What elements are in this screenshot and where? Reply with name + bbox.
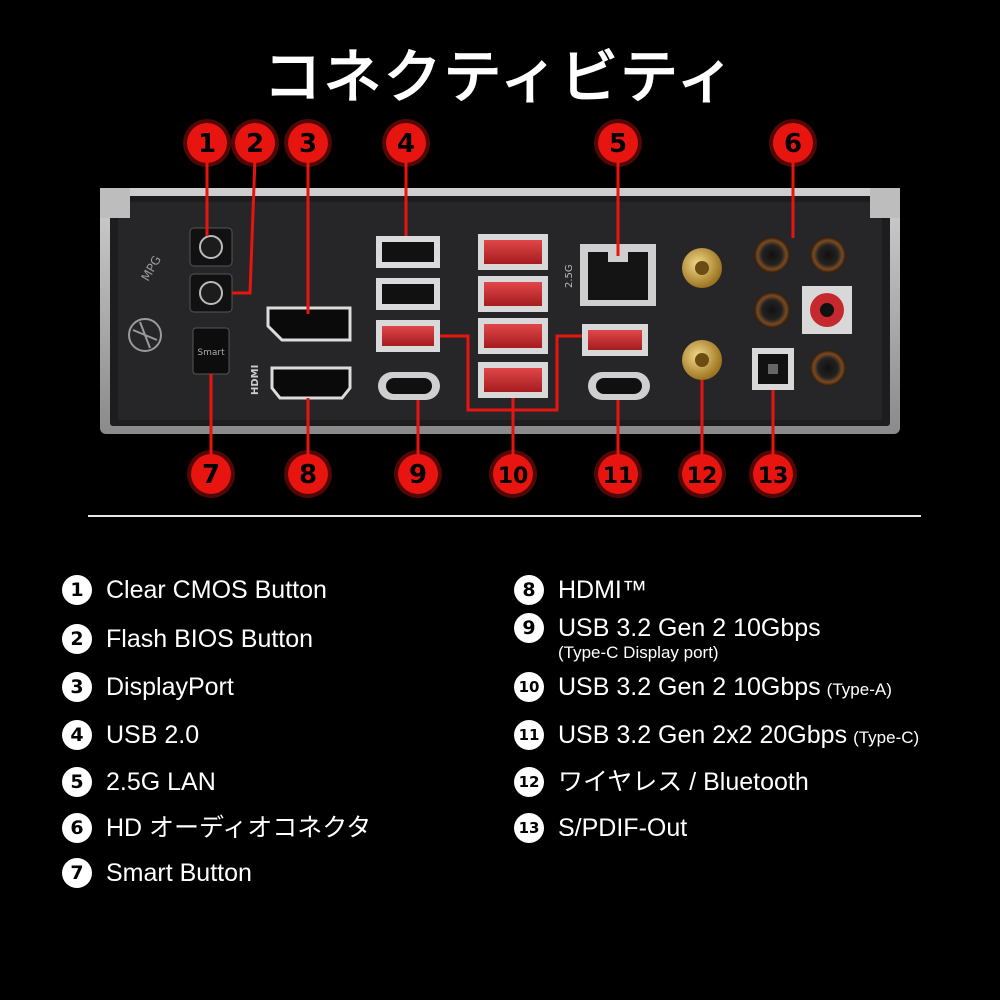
legend-number: 8	[514, 575, 544, 605]
usb-a-red-ports[interactable]	[478, 234, 548, 398]
callout-number: 12	[687, 464, 718, 489]
legend-item-13: 13 S/PDIF-Out	[514, 813, 687, 843]
smart-button-text: Smart	[197, 348, 225, 358]
legend-sublabel: (Type-C Display port)	[558, 643, 719, 662]
smart-button[interactable]: Smart	[192, 327, 230, 375]
callout-4: 4	[382, 119, 430, 167]
legend-item-9: 9 USB 3.2 Gen 2 10Gbps (Type-C Display p…	[514, 613, 821, 663]
callout-2: 2	[231, 119, 279, 167]
audio-jacks[interactable]	[754, 237, 852, 386]
callout-number: 11	[603, 464, 634, 489]
legend-label: Flash BIOS Button	[106, 625, 314, 653]
callout-10: 10	[489, 450, 537, 498]
legend-item-10: 10 USB 3.2 Gen 2 10Gbps (Type-A)	[514, 672, 892, 705]
divider	[88, 515, 921, 517]
legend-number: 6	[62, 813, 92, 843]
legend-number: 3	[62, 672, 92, 702]
usb-2-ports[interactable]	[376, 236, 440, 310]
legend-item-12: 12 ワイヤレス / Bluetooth	[514, 767, 809, 797]
legend-label-group: USB 3.2 Gen 2 10Gbps (Type-A)	[558, 672, 892, 705]
legend-number: 2	[62, 624, 92, 654]
callout-number: 10	[498, 464, 529, 489]
callout-number: 1	[198, 129, 216, 159]
usb-a-red-port-left[interactable]	[376, 320, 440, 352]
legend-item-3: 3 DisplayPort	[62, 672, 234, 702]
legend-item-8: 8 HDMI™	[514, 575, 647, 605]
callout-9: 9	[394, 450, 442, 498]
legend-label: DisplayPort	[106, 673, 234, 701]
legend-label: S/PDIF-Out	[558, 814, 688, 842]
legend-item-5: 5 2.5G LAN	[62, 767, 216, 797]
legend-item-7: 7 Smart Button	[62, 858, 252, 888]
legend-label: ワイヤレス / Bluetooth	[558, 768, 809, 796]
legend-number: 11	[514, 720, 544, 750]
spdif-port[interactable]	[752, 348, 794, 390]
legend-item-1: 1 Clear CMOS Button	[62, 575, 327, 605]
brand-logo	[128, 318, 162, 352]
flash-bios-button[interactable]	[189, 273, 233, 313]
callout-number: 3	[299, 129, 317, 159]
legend-number: 10	[514, 672, 544, 702]
legend-number: 1	[62, 575, 92, 605]
callout-number: 8	[299, 460, 317, 490]
legend-label: USB 3.2 Gen 2 10Gbps	[558, 673, 821, 701]
callout-7: 7	[187, 450, 235, 498]
usb-c-port-right[interactable]	[588, 372, 650, 400]
legend-number: 5	[62, 767, 92, 797]
legend-sublabel: (Type-C)	[853, 728, 920, 747]
legend-label-group: USB 3.2 Gen 2 10Gbps (Type-C Display por…	[558, 613, 821, 663]
callout-3: 3	[284, 119, 332, 167]
callout-number: 2	[246, 129, 264, 159]
io-panel-illustration: MPG Smart HDMI	[100, 119, 900, 498]
legend-label: Clear CMOS Button	[106, 576, 327, 604]
legend-item-4: 4 USB 2.0	[62, 720, 199, 750]
legend-sublabel: (Type-A)	[826, 680, 892, 699]
hdmi-text: HDMI	[250, 365, 261, 395]
lan-port[interactable]	[580, 244, 656, 306]
lan-text: 2.5G	[564, 264, 575, 288]
callout-1: 1	[183, 119, 231, 167]
legend-label: HD オーディオコネクタ	[106, 814, 372, 842]
callout-number: 9	[409, 460, 427, 490]
callout-number: 6	[784, 129, 802, 159]
displayport-port[interactable]	[266, 306, 352, 342]
usb-c-port-left[interactable]	[378, 372, 440, 400]
legend-item-2: 2 Flash BIOS Button	[62, 624, 313, 654]
usb-a-red-port-right[interactable]	[582, 324, 648, 356]
legend-label: USB 2.0	[106, 721, 200, 749]
page-title: コネクティビティ	[263, 43, 737, 111]
legend-item-6: 6 HD オーディオコネクタ	[62, 813, 371, 843]
clear-cmos-button[interactable]	[189, 227, 233, 267]
wifi-antenna-connectors[interactable]	[682, 248, 722, 380]
callout-number: 5	[609, 129, 627, 159]
legend-number: 9	[514, 613, 544, 643]
callout-8: 8	[284, 450, 332, 498]
callout-13: 13	[749, 450, 797, 498]
callout-12: 12	[678, 450, 726, 498]
callout-6: 6	[769, 119, 817, 167]
legend-number: 13	[514, 813, 544, 843]
legend-label-group: USB 3.2 Gen 2x2 20Gbps (Type-C)	[558, 720, 919, 753]
callout-number: 13	[758, 464, 789, 489]
legend-label: 2.5G LAN	[106, 768, 216, 796]
legend-label: USB 3.2 Gen 2x2 20Gbps	[558, 721, 848, 749]
legend-label: HDMI™	[558, 576, 647, 604]
callout-number: 4	[397, 129, 415, 159]
legend-item-11: 11 USB 3.2 Gen 2x2 20Gbps (Type-C)	[514, 720, 919, 753]
callout-number: 7	[202, 460, 220, 490]
legend-label: Smart Button	[106, 859, 252, 887]
legend-number: 7	[62, 858, 92, 888]
callout-11: 11	[594, 450, 642, 498]
legend-number: 4	[62, 720, 92, 750]
legend-number: 12	[514, 767, 544, 797]
hdmi-port[interactable]	[270, 366, 352, 400]
legend-label: USB 3.2 Gen 2 10Gbps	[558, 614, 821, 642]
callout-5: 5	[594, 119, 642, 167]
